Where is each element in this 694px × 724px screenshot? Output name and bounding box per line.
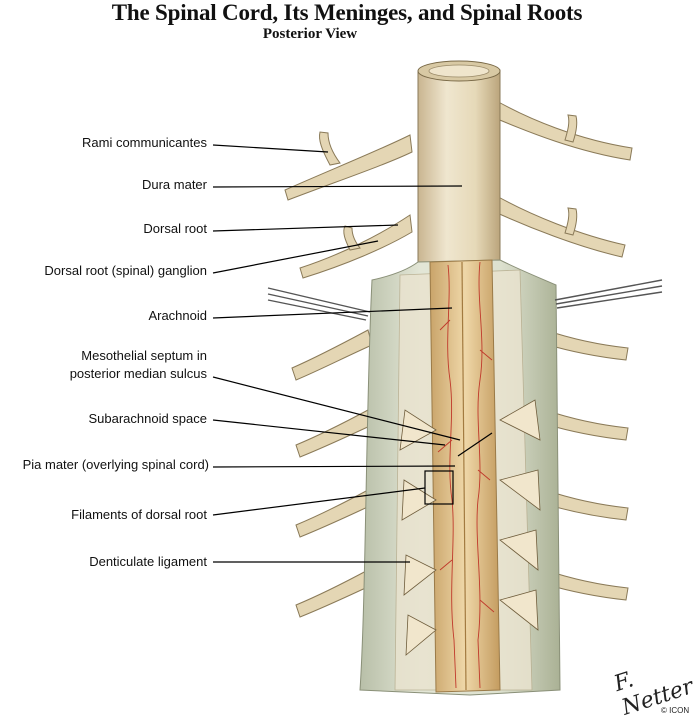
label-denticulate-ligament: Denticulate ligament bbox=[89, 554, 207, 569]
blood-vessels bbox=[437, 261, 495, 689]
label-dura-mater: Dura mater bbox=[141, 177, 207, 192]
label-septum-line2: posterior median sulcus bbox=[69, 366, 207, 381]
label-dorsal-root: Dorsal root bbox=[143, 221, 207, 236]
label-rami-communicantes: Rami communicantes bbox=[82, 135, 207, 150]
copyright-mark: © ICON bbox=[661, 706, 690, 715]
label-dorsal-root-ganglion: Dorsal root (spinal) ganglion bbox=[44, 263, 207, 278]
retractor-right bbox=[554, 279, 663, 309]
page-subtitle: Posterior View bbox=[262, 26, 358, 42]
leader-lines bbox=[212, 144, 493, 563]
dura-covered-cord bbox=[417, 69, 501, 269]
spinal-nerves-right bbox=[494, 99, 633, 601]
filament-callout-box bbox=[424, 470, 454, 505]
label-filaments-dorsal-root: Filaments of dorsal root bbox=[71, 507, 207, 522]
label-septum-line1: Mesothelial septum in bbox=[81, 348, 207, 363]
spinal-cord-pia bbox=[429, 259, 501, 693]
label-pia-mater: Pia mater (overlying spinal cord) bbox=[22, 457, 209, 472]
label-arachnoid: Arachnoid bbox=[148, 308, 207, 323]
label-subarachnoid-space: Subarachnoid space bbox=[88, 411, 207, 426]
page-title: The Spinal Cord, Its Meninges, and Spina… bbox=[111, 0, 583, 25]
